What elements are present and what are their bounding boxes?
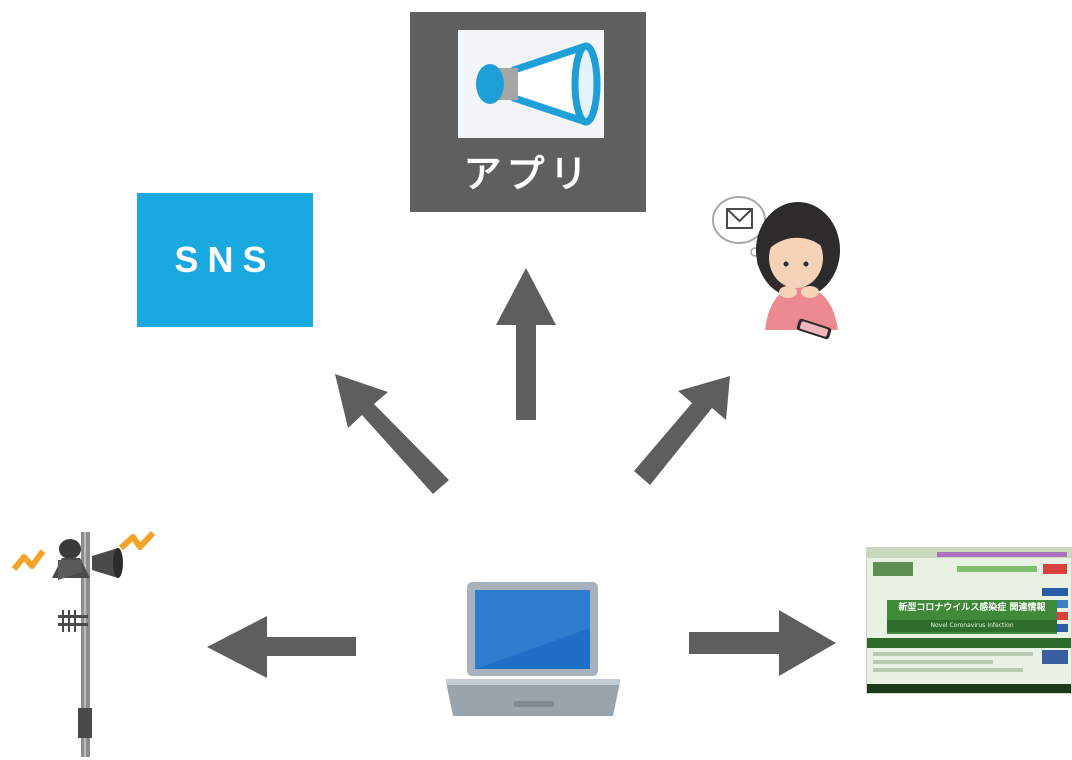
website-screenshot-icon: 新型コロナウイルス感染症 関連情報 Novel Coronavirus Infe…	[866, 547, 1072, 694]
app-label: アプリ	[463, 152, 593, 196]
arrow-up	[496, 268, 556, 420]
app-box: アプリ	[410, 12, 646, 212]
arrow-right	[689, 610, 836, 676]
website-header-decor	[867, 548, 1071, 693]
arrow-left	[207, 616, 356, 678]
app-icon-tile	[458, 30, 604, 138]
arrow-up-right	[634, 376, 730, 485]
arrow-up-left	[335, 374, 449, 494]
megaphone-icon	[476, 42, 601, 126]
sns-label: SNS	[174, 239, 276, 280]
website-subbanner: Novel Coronavirus Infection	[887, 620, 1057, 632]
sns-box: SNS	[137, 193, 313, 327]
